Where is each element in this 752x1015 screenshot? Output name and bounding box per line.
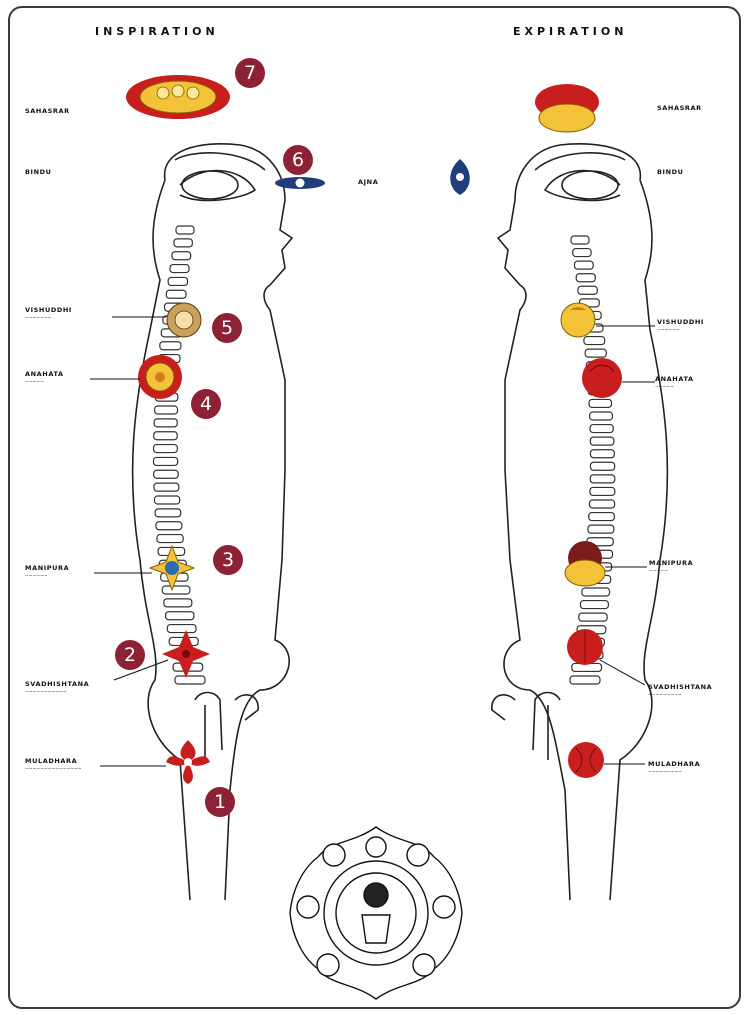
vertebra	[154, 432, 177, 440]
vertebra	[576, 274, 595, 282]
right-manipura-label: MANIPURA	[649, 559, 693, 567]
right-sahasrar-label: SAHASRAR	[657, 104, 702, 112]
vertebra	[590, 450, 614, 458]
right-body-outline	[492, 144, 668, 900]
badge-1: 1	[205, 787, 235, 817]
left-vishuddhi-caption: ~~~~~~~	[25, 316, 51, 321]
left-bindu-label: BINDU	[25, 168, 52, 176]
vertebra	[590, 487, 615, 495]
vertebra	[166, 612, 194, 620]
vertebra	[154, 445, 178, 453]
vertebra	[588, 525, 614, 533]
vertebra	[168, 277, 187, 285]
vertebra	[155, 406, 178, 414]
badge-7: 7	[235, 58, 265, 88]
vertebra	[573, 249, 591, 257]
right-anahata-lotus	[582, 358, 622, 398]
badge-6: 6	[283, 145, 313, 175]
vertebra	[176, 226, 194, 234]
left-anahata-lotus	[138, 355, 182, 399]
ajna-right-symbol	[450, 159, 470, 195]
vertebra	[578, 286, 597, 294]
left-anahata-label: ANAHATA	[25, 370, 64, 378]
left-vishuddhi-lotus	[167, 303, 201, 337]
badge-2: 2	[115, 640, 145, 670]
left-spine	[154, 226, 205, 684]
vertebra	[570, 676, 600, 684]
vertebra	[156, 522, 182, 530]
vertebra	[585, 349, 606, 357]
left-manipura-label: MANIPURA	[25, 564, 69, 572]
vertebra	[154, 419, 177, 427]
right-anahata-caption: ~~~~~	[655, 385, 674, 390]
vertebra	[170, 265, 189, 273]
right-manipura-lotus	[565, 541, 605, 586]
vertebra	[590, 425, 613, 433]
vertebra	[590, 437, 613, 445]
right-bindu-label: BINDU	[657, 168, 684, 176]
vertebra	[589, 399, 611, 407]
right-anahata-label: ANAHATA	[655, 375, 694, 383]
vertebra	[575, 261, 594, 269]
right-vishuddhi-caption: ~~~~~~	[657, 328, 680, 333]
vertebra	[167, 625, 196, 633]
left-muladhara-caption: ~~~~~~~~~~~~~~~	[25, 767, 82, 772]
ajna-left-symbol	[275, 177, 325, 189]
vertebra	[160, 342, 181, 350]
left-svadhisthana-caption: ~~~~~~~~~~~	[25, 690, 66, 695]
right-vishuddhi-label: VISHUDDHI	[657, 318, 704, 326]
bottom-mandala	[290, 827, 462, 999]
vertebra	[155, 509, 181, 517]
vertebra	[571, 236, 589, 244]
vertebra	[164, 599, 192, 607]
right-manipura-caption: ~~~~~	[649, 569, 668, 574]
vertebra	[154, 457, 178, 465]
vertebra	[590, 462, 614, 470]
badge-3: 3	[213, 545, 243, 575]
left-svadhisthana-label: SVADHISHTANA	[25, 680, 89, 688]
vertebra	[589, 513, 615, 521]
left-manipura-caption: ~~~~~~	[25, 574, 48, 579]
right-svadhisthana-lotus	[567, 629, 603, 665]
left-manipura-lotus	[150, 546, 194, 590]
left-muladhara-label: MULADHARA	[25, 757, 77, 765]
left-sahasrar-label: SAHASRAR	[25, 107, 70, 115]
expiration-header: EXPIRATION	[513, 25, 627, 38]
right-svadhisthana-caption: ~~~~~~~~~	[648, 693, 682, 698]
inspiration-header: INSPIRATION	[95, 25, 219, 38]
vertebra	[157, 535, 183, 543]
vertebra	[172, 252, 191, 260]
vertebra	[580, 601, 608, 609]
left-muladhara-lotus	[166, 740, 210, 784]
right-sahasrar-lotus	[535, 84, 599, 132]
vertebra	[174, 239, 192, 247]
left-svadhisthana-lotus	[162, 630, 210, 678]
vertebra	[579, 613, 607, 621]
vertebra	[590, 412, 613, 420]
right-muladhara-caption: ~~~~~~~~~	[648, 770, 682, 775]
right-svadhisthana-label: SVADHISHTANA	[648, 683, 712, 691]
left-sahasrar-lotus	[126, 75, 230, 119]
vertebra	[154, 470, 179, 478]
vertebra	[154, 496, 179, 504]
vertebra	[154, 483, 179, 491]
vertebra	[590, 475, 615, 483]
right-muladhara-lotus	[568, 742, 604, 778]
badge-5: 5	[212, 313, 242, 343]
vertebra	[175, 676, 205, 684]
ajna-label: AJNA	[358, 178, 378, 186]
vertebra	[582, 588, 610, 596]
left-vishuddhi-label: VISHUDDHI	[25, 306, 72, 314]
badge-4: 4	[191, 389, 221, 419]
vertebra	[162, 586, 190, 594]
vertebra	[166, 290, 186, 298]
right-vishuddhi-lotus	[561, 303, 595, 337]
vertebra	[584, 337, 605, 345]
left-anahata-caption: ~~~~~	[25, 380, 44, 385]
vertebra	[589, 500, 614, 508]
right-muladhara-label: MULADHARA	[648, 760, 700, 768]
